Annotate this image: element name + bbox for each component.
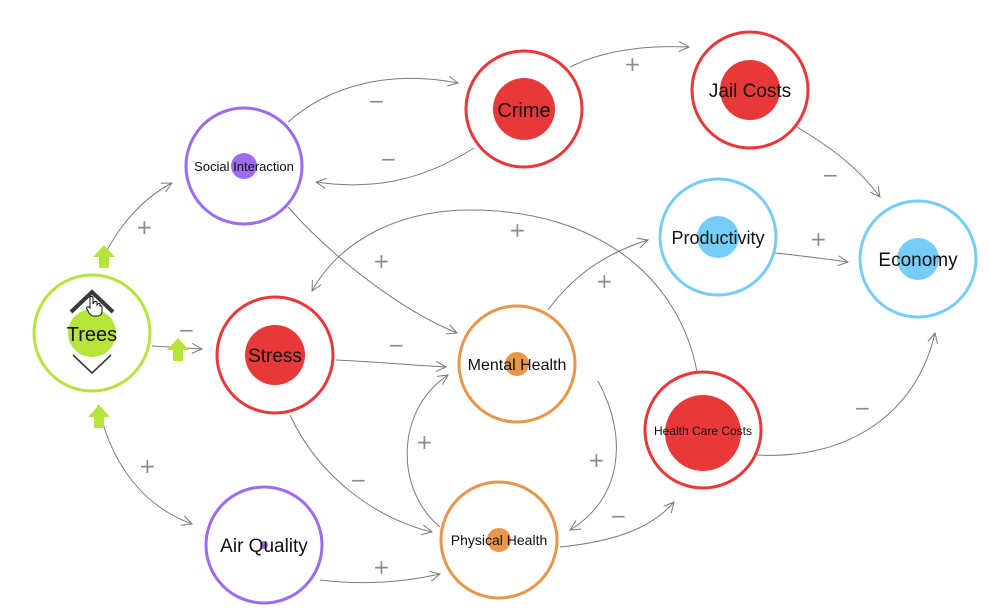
sign-productivity-economy: + [810,227,827,251]
node-label: Air Quality [220,536,308,557]
edge-mental-health-physical-health[interactable] [570,380,617,530]
level-indicator [505,352,529,376]
sign-health-care-costs-stress: + [509,218,526,242]
edge-productivity-economy[interactable] [774,252,848,262]
effect-arrows [88,245,189,428]
node-label: Health Care Costs [654,424,752,438]
level-indicator [697,216,739,258]
level-indicator [245,325,305,385]
node-social-interaction[interactable]: Social Interaction [184,106,304,226]
sign-mental-health-productivity: + [596,269,613,293]
level-indicator [897,238,939,280]
node-label: Productivity [671,228,764,248]
node-productivity[interactable]: Productivity [658,177,778,297]
edge-signs: + − + − − + − + + + − + − + + − − + [136,52,871,579]
edge-physical-health-health-care-costs[interactable] [559,502,674,548]
sign-mental-health-physical-health: + [588,448,605,472]
sign-physical-health-mental-health: + [416,430,433,454]
sign-stress-physical-health: − [350,468,367,492]
node-trees[interactable]: Trees [32,273,152,393]
node-mental-health[interactable]: Mental Health [457,304,577,424]
edge-jail-costs-economy[interactable] [796,126,880,197]
arrow-up-icon [93,245,115,268]
node-physical-health[interactable]: Physical Health [439,480,559,600]
edge-mental-health-productivity[interactable] [547,240,648,311]
sign-trees-air-quality: + [139,454,156,478]
sign-jail-costs-economy: − [822,163,839,187]
node-label: Economy [878,250,958,271]
edge-social-interaction-crime[interactable] [287,78,458,123]
edges [97,47,935,584]
edge-health-care-costs-stress[interactable] [312,209,698,373]
node-label: Jail Costs [709,81,791,102]
chevron-down-icon[interactable] [72,354,112,375]
sign-social-interaction-crime: − [368,89,385,113]
level-indicator [720,60,780,120]
edge-health-care-costs-economy[interactable] [756,333,935,456]
sign-physical-health-health-care-costs: − [610,504,627,528]
hand-pointer-icon [86,295,103,317]
edge-physical-health-mental-health[interactable] [406,375,448,528]
node-stress[interactable]: Stress [215,295,335,415]
node-label: Social Interaction [194,159,294,174]
sign-air-quality-physical-health: + [373,555,390,579]
level-indicator [231,153,257,179]
edge-stress-mental-health[interactable] [335,359,446,367]
arrow-up-icon [167,338,189,361]
level-indicator [493,78,555,140]
level-indicator [68,309,116,357]
edge-air-quality-physical-health[interactable] [319,574,440,584]
node-label: Stress [248,346,302,367]
sign-trees-social-interaction: + [136,215,153,239]
node-label: Mental Health [468,357,567,374]
edge-crime-jail-costs[interactable] [569,47,689,68]
node-jail-costs[interactable]: Jail Costs [690,30,810,150]
edge-social-interaction-mental-health[interactable] [287,206,457,333]
node-economy[interactable]: Economy [858,199,978,319]
node-health-care-costs[interactable]: Health Care Costs [643,370,763,490]
sign-social-interaction-mental-health: + [373,249,390,273]
node-crime[interactable]: Crime [464,49,584,169]
node-label: Crime [497,100,550,122]
node-label: Trees [67,324,117,346]
sign-health-care-costs-economy: − [854,396,871,420]
node-air-quality[interactable]: Air Quality [204,485,324,605]
node-label: Physical Health [451,532,548,548]
sign-crime-jail-costs: + [624,52,641,76]
sign-crime-social-interaction: − [380,147,397,171]
arrow-up-icon [88,405,110,428]
nodes: Social Interaction Crime Jail Costs Prod… [32,30,978,605]
sign-stress-mental-health: − [388,333,405,357]
edge-crime-social-interaction[interactable] [316,147,475,185]
level-indicator [665,395,741,471]
level-indicator [487,528,511,552]
level-indicator [260,541,268,549]
sign-trees-stress: − [178,318,195,342]
edge-stress-physical-health[interactable] [289,414,432,532]
